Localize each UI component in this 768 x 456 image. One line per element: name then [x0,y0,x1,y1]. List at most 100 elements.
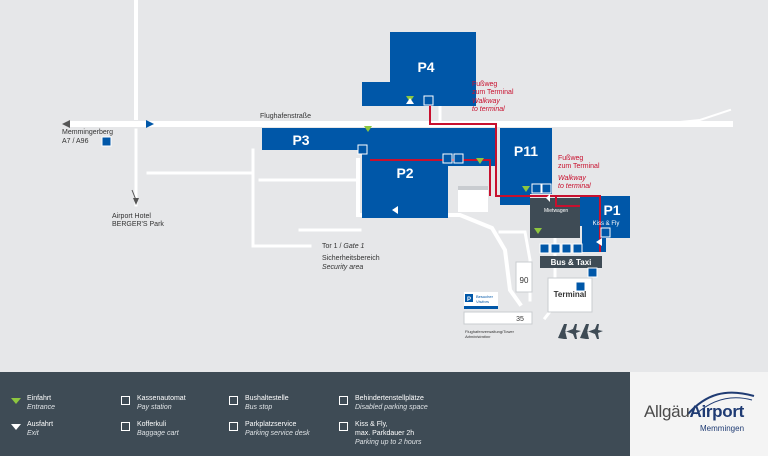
building-35-label: 35 [516,316,524,323]
arrow-east-icon [146,120,154,128]
building-90 [515,261,533,293]
entrance-triangle [10,397,21,404]
airplane-icon [580,324,603,339]
road-terminal-approach [356,158,523,307]
service-icons [101,95,611,292]
parking-label-p2: P2 [396,165,413,181]
walkway-p2-terminal [370,159,491,196]
exit-triangle [10,423,21,430]
legend-label: Einfahrt [27,395,52,402]
bus-taxi-label: Bus & Taxi [551,258,592,267]
exit-icon [406,98,414,104]
pay-station-icon [120,395,131,406]
baggage-cart-icon [453,153,464,164]
parking-label-p3: P3 [292,132,309,148]
legend-label: Kofferkuli [137,421,167,428]
walkway-label: zum Terminal [472,89,514,96]
legend-label: Kassenautomat [137,395,186,402]
administration-label: Flughafenverwaltung/Tower [465,329,515,334]
walkway-label: Walkway [472,98,500,105]
parking-p3-p2[interactable] [262,128,496,218]
legend-label: Disabled parking space [355,404,428,411]
walkway-p11-terminal [555,196,580,207]
visitors-label: Visitors [476,299,489,304]
entrance-icon [364,126,372,132]
bus-stop-icon [228,395,239,406]
legend-label: Kiss & Fly, [355,421,388,428]
entrance-icon [10,395,21,406]
parking-p1[interactable] [580,196,630,252]
gate-label-en: Gate 1 [343,243,364,250]
legend-label: Exit [27,430,39,437]
legend-label: Bus stop [245,404,273,411]
terminal-label: Terminal [554,290,587,299]
disabled-parking-icon [541,183,552,194]
pay-station-icon [561,243,572,254]
entrance-icon [476,158,484,164]
road-p3-loop [251,148,312,248]
logo-swoosh-path [687,391,755,415]
walkway-label: to terminal [472,106,505,113]
kiss-and-fly-icon [338,421,349,432]
info-icon [228,421,239,432]
walkway-label: zum Terminal [558,163,600,170]
pay-station-icon [423,95,434,106]
highway-label: A7 / A96 [62,138,89,145]
walkway-label: Walkway [558,175,586,182]
parking-label-p1: P1 [603,202,620,218]
building-90-label: 90 [520,276,529,285]
exit-icon [10,421,21,432]
parking-label-p11: P11 [514,143,538,159]
hotel-label: Airport Hotel [112,213,151,220]
memmingerberg-label: Memmingerberg [62,129,113,136]
visitors-lane [464,306,498,309]
buildings: P [458,186,602,325]
bus-taxi-bar [540,256,602,268]
parking-label-p4: P4 [417,59,434,75]
legend-label: Baggage cart [137,430,179,437]
bus-stop-square [229,396,238,405]
building-small-roof [458,186,488,190]
pay-station-icon [575,281,586,292]
legend-label: Parking service desk [245,430,310,437]
pay-station-square [121,396,130,405]
legend-label: Bushaltestelle [245,395,289,402]
wheelchair-icon [338,395,349,406]
airport-logo[interactable]: AllgäuAirport Memmingen [630,372,768,456]
building-small [458,186,488,212]
disabled-parking-icon [442,153,453,164]
parking-label-p1-sub: Kiss & Fly [593,221,620,227]
building-35 [463,311,533,325]
gate-label: Tor 1 / Gate 1 [322,243,365,250]
pay-station-icon [357,144,368,155]
logo-text-part1: Allgäu [644,402,690,421]
airport-parking-map: P P4 P3 P2 P1 [62,0,733,339]
gate-label-de: Tor 1 / [322,243,343,250]
parking-service-icon [550,243,561,254]
walkway-p4-terminal [429,104,601,252]
wheelchair-square [339,396,348,405]
baggage-cart-square [121,422,130,431]
logo-subtitle: Memmingen [700,424,745,433]
legend-label: Parking up to 2 hours [355,439,422,446]
administration-label: Administration [464,334,491,339]
exit-icon [546,194,550,202]
exit-icon [392,206,398,214]
disabled-parking-icon [600,227,611,238]
legend-label: Parkplatzservice [245,421,297,428]
legend-label: Behindertenstellplätze [355,395,424,402]
logo-text: AllgäuAirport [644,402,744,422]
security-label: Security area [322,264,363,271]
baggage-cart-icon [120,421,131,432]
logo-swoosh-icon [687,391,755,415]
parking-p4[interactable] [362,32,476,106]
road-east [658,108,732,126]
